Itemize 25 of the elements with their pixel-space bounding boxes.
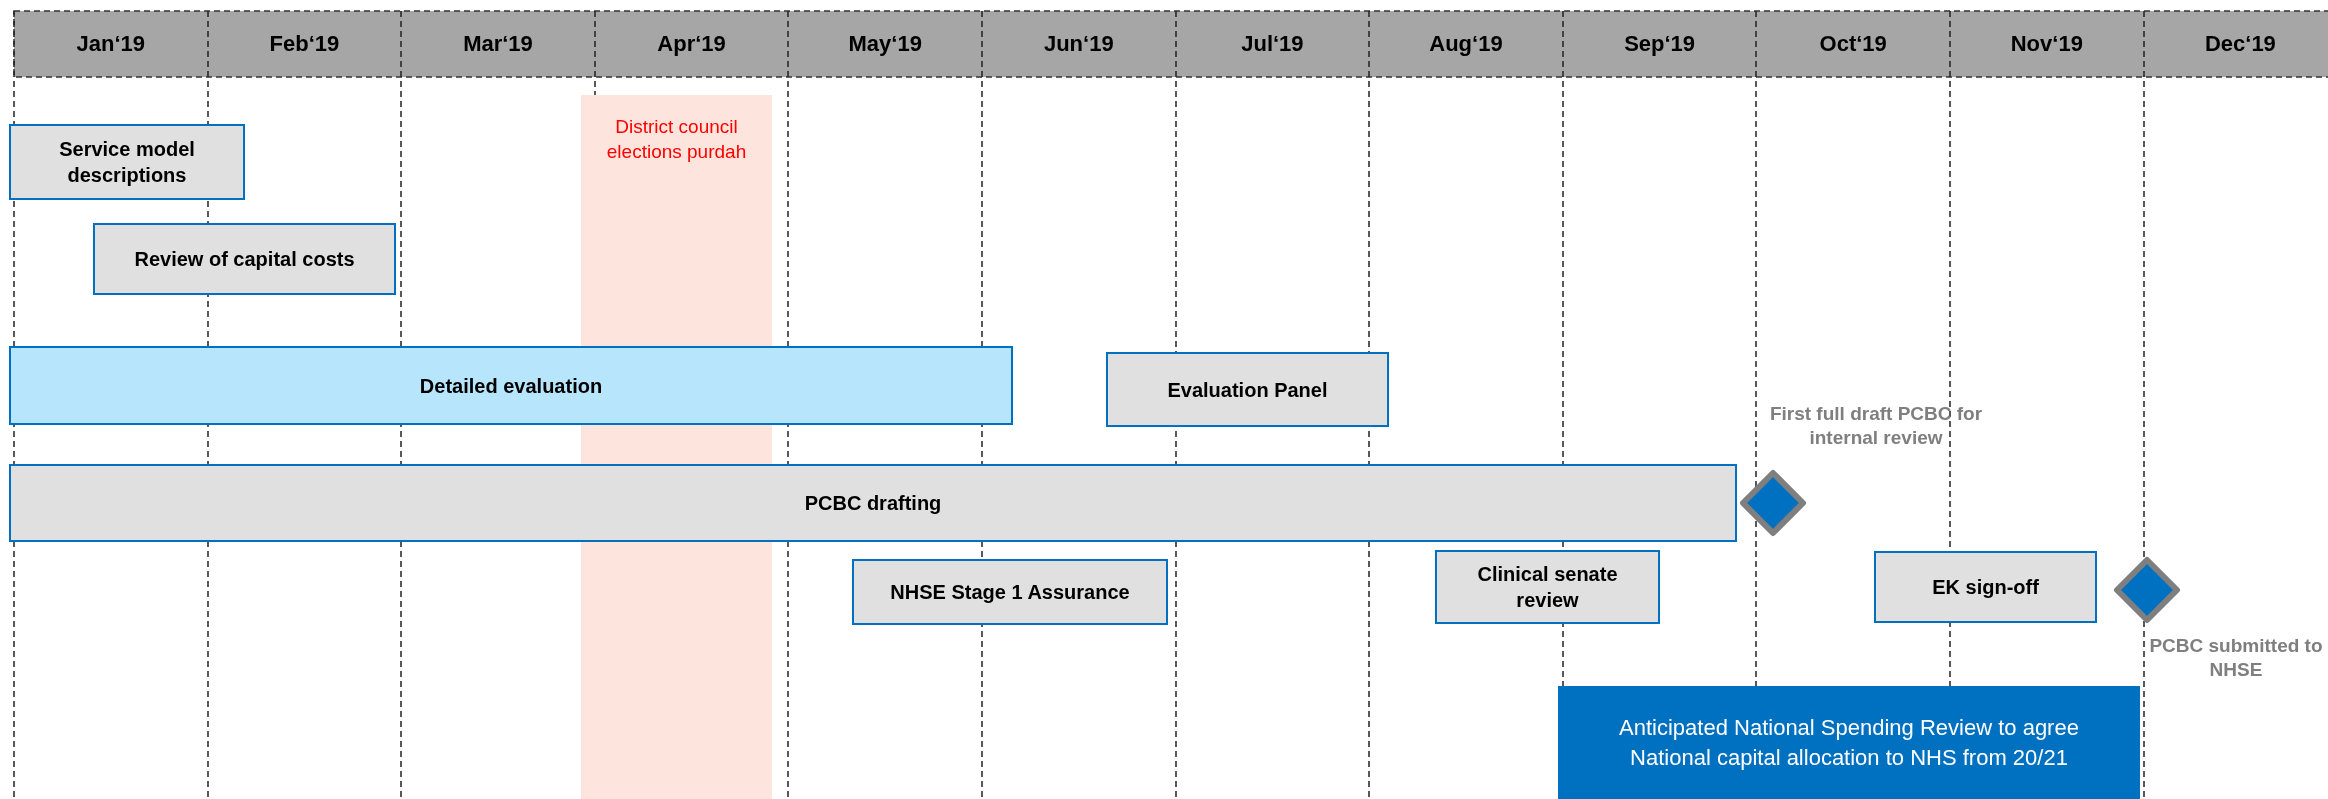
month-label: Jul‘19 <box>1241 31 1304 57</box>
month-label: Dec‘19 <box>2204 31 2276 57</box>
milestone-diamond <box>2113 556 2181 624</box>
task-bar: EK sign-off <box>1874 551 2097 623</box>
month-label: Nov‘19 <box>2010 31 2083 57</box>
month-label: Aug‘19 <box>1429 31 1503 57</box>
task-bar: PCBC drafting <box>9 464 1737 542</box>
month-label: Jun‘19 <box>1043 31 1114 57</box>
month-label: Sep‘19 <box>1624 31 1696 57</box>
month-label: Oct‘19 <box>1819 31 1887 57</box>
task-bar: Service model descriptions <box>9 124 245 200</box>
task-bar: Review of capital costs <box>93 223 396 295</box>
month-label: Feb‘19 <box>269 31 340 57</box>
task-bar: Evaluation Panel <box>1106 352 1389 427</box>
month-label: Mar‘19 <box>463 31 533 57</box>
note-box: Anticipated National Spending Review to agree National capital allocation to NHS from 20/21 <box>1558 686 2140 799</box>
milestone-diamond <box>1739 469 1807 537</box>
milestone-caption: First full draft PCBC for internal review <box>1768 402 1984 450</box>
month-label: Jan‘19 <box>76 31 146 57</box>
task-bar: Detailed evaluation <box>9 346 1013 425</box>
task-bar: Clinical senate review <box>1435 550 1660 624</box>
task-bar: NHSE Stage 1 Assurance <box>852 559 1168 625</box>
month-label: Apr‘19 <box>657 31 726 57</box>
month-label: May‘19 <box>848 31 922 57</box>
milestone-caption: PCBC submitted to NHSE <box>2148 634 2324 682</box>
